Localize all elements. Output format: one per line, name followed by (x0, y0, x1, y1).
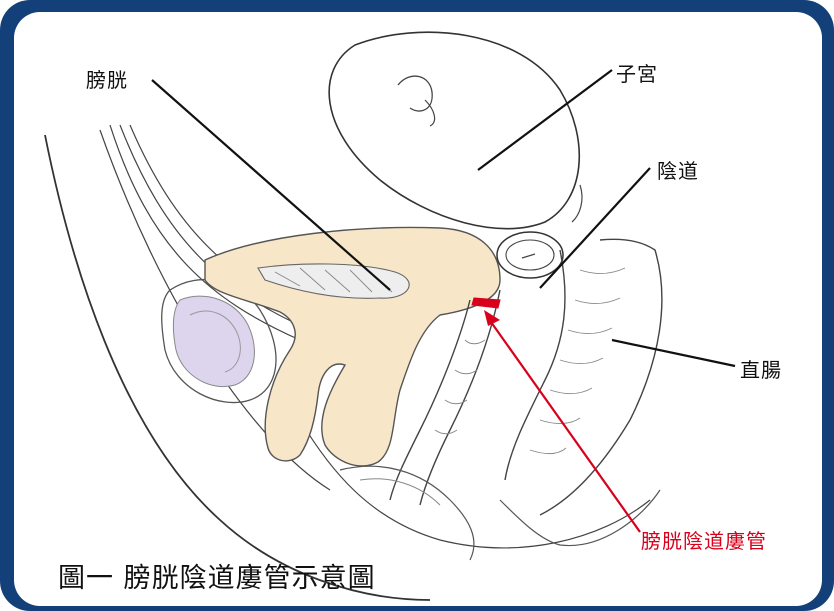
fistula-mark (472, 298, 500, 308)
rectum-leader-line (612, 340, 735, 366)
fistula-arrowhead (484, 310, 500, 326)
label-uterus: 子宮 (616, 58, 658, 87)
label-bladder: 膀胱 (86, 64, 128, 93)
label-vagina: 陰道 (657, 155, 699, 184)
uterus-shape (329, 32, 579, 228)
label-rectum: 直腸 (740, 354, 782, 383)
fistula-leader-line (491, 322, 640, 532)
vagina-leader-line (540, 168, 650, 288)
uterus-leader-line (478, 70, 612, 170)
figure-caption: 圖一 膀胱陰道廔管示意圖 (58, 556, 376, 595)
label-fistula: 膀胱陰道廔管 (641, 525, 767, 554)
rectum-shape (540, 239, 662, 515)
